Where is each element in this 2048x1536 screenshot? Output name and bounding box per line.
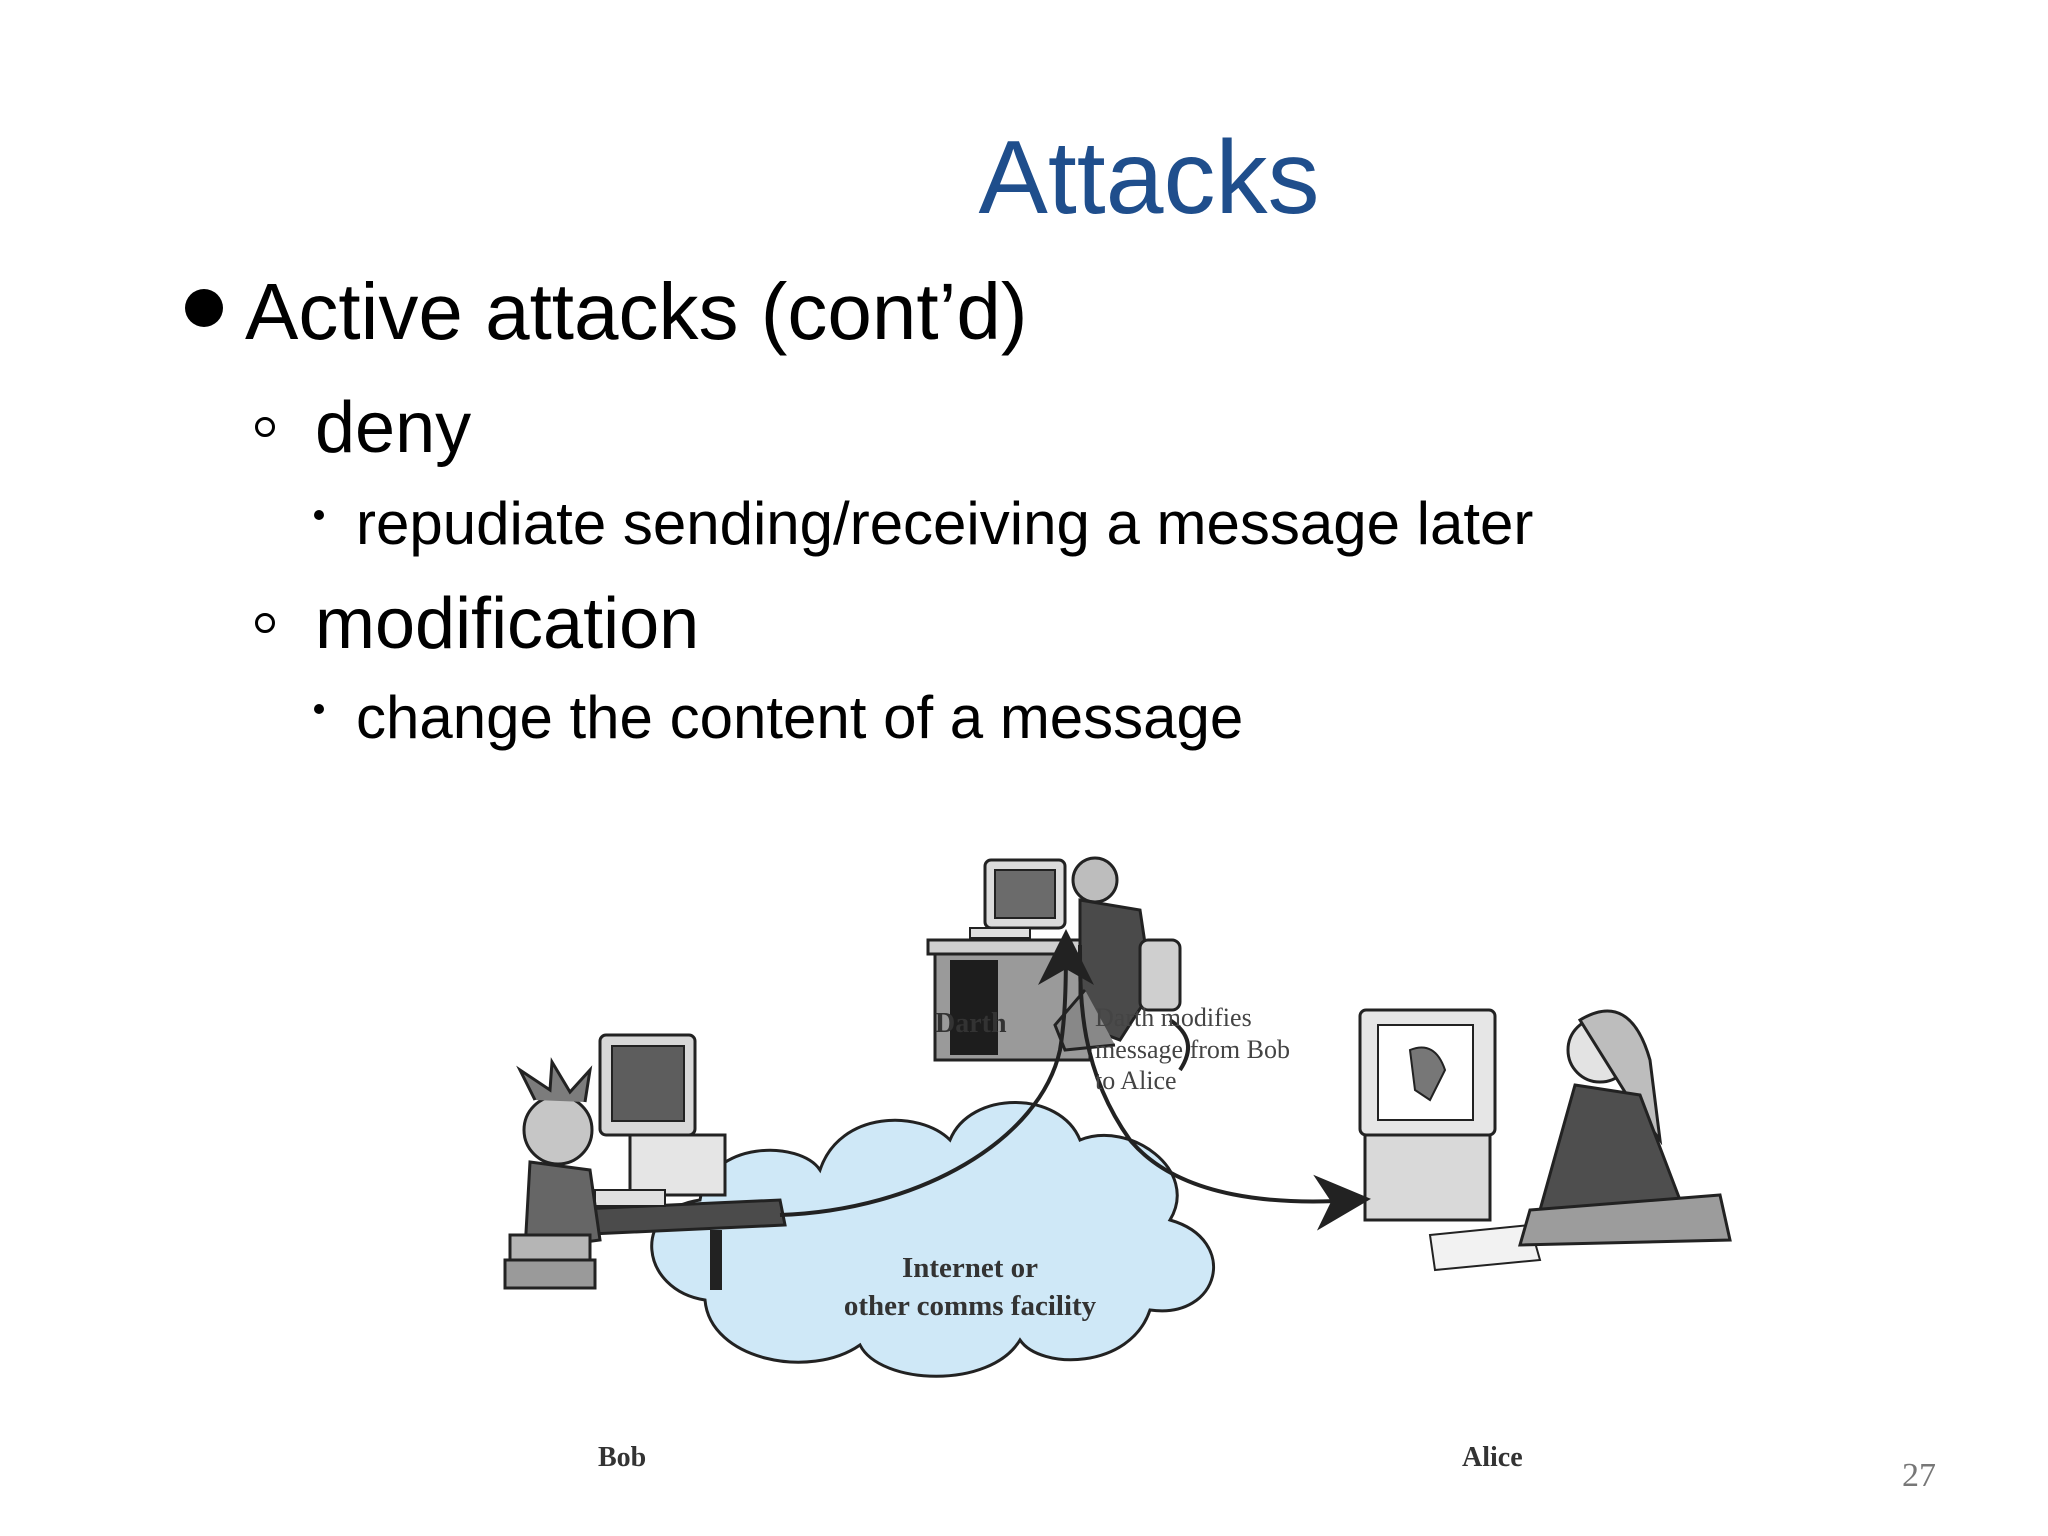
bullet-dot-icon xyxy=(185,288,223,327)
darth-figure-icon xyxy=(1053,856,1190,1072)
darth-label: Darth xyxy=(935,1008,1007,1039)
bullet-deny: deny xyxy=(255,392,471,464)
bullet-modification-detail: change the content of a message xyxy=(314,688,1243,748)
bullet-small-dot-icon xyxy=(314,510,324,520)
bullet-text: change the content of a message xyxy=(356,684,1244,751)
bullet-small-dot-icon xyxy=(314,704,324,714)
bullet-modification: modification xyxy=(255,588,699,660)
caption-line: Darth modifies xyxy=(1095,1003,1252,1032)
modification-attack-figure: Darth Darth modifies message from Bob to… xyxy=(480,840,1760,1510)
darth-caption: Darth modifies message from Bob to Alice xyxy=(1095,1002,1290,1097)
bob-figure-icon xyxy=(503,1057,602,1290)
bullet-ring-icon xyxy=(255,612,275,633)
darth-to-alice-arrow xyxy=(1078,944,1371,1231)
bullet-text: Active attacks (cont’d) xyxy=(245,267,1028,356)
bob-label: Bob xyxy=(598,1442,647,1473)
bullet-text: modification xyxy=(315,584,700,664)
page-number: 27 xyxy=(1902,1457,1936,1494)
bullet-text: repudiate sending/receiving a message la… xyxy=(356,490,1534,557)
bullet-text: deny xyxy=(315,388,472,468)
figure-illustration xyxy=(503,856,1732,1378)
bullet-ring-icon xyxy=(255,416,275,437)
bob-computer-icon xyxy=(557,1033,787,1290)
alice-figure-icon xyxy=(1517,1009,1732,1247)
caption-line: message from Bob xyxy=(1095,1034,1290,1064)
bullet-active-attacks: Active attacks (cont’d) xyxy=(185,272,1028,352)
cloud-label-line: Internet or xyxy=(901,1252,1039,1284)
caption-line: to Alice xyxy=(1095,1066,1177,1096)
cloud-label-line: other comms facility xyxy=(843,1289,1097,1322)
bullet-deny-detail: repudiate sending/receiving a message la… xyxy=(314,494,1533,554)
internet-cloud-icon xyxy=(650,1101,1216,1378)
alice-computer-icon xyxy=(1358,1008,1542,1272)
bob-to-darth-arrow xyxy=(779,929,1094,1217)
alice-label: Alice xyxy=(1462,1442,1523,1473)
slide-title: Attacks xyxy=(978,120,1320,236)
cloud-label: Internet or other comms facility xyxy=(790,1250,1150,1325)
